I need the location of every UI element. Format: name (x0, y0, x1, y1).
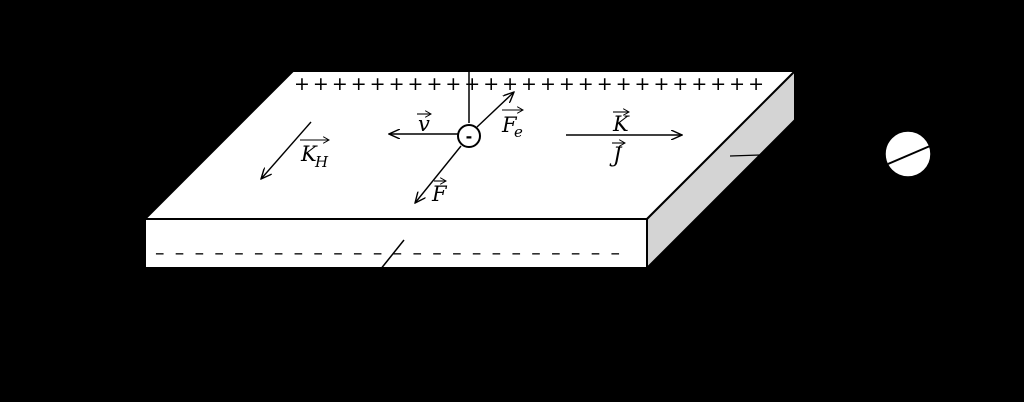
front-leader-line (379, 239, 405, 271)
circle-with-slash-icon (884, 130, 932, 178)
positive-charges-row: + + + + + + + + + + + + + + + + + + + + … (294, 73, 764, 95)
hall-current-subscript: H (314, 153, 329, 171)
slab-side-face (646, 68, 796, 271)
hall-current-arrow (261, 121, 312, 179)
electric-force-subscript: e (514, 123, 523, 141)
electron-sign: - (466, 127, 473, 146)
force-arrow (415, 145, 462, 203)
negative-charges-row: – – – – – – – – – – – – – – – – – – – – … (155, 242, 620, 264)
electric-force-label: F (501, 113, 518, 137)
force-label: F (431, 182, 448, 206)
current-k-label: K (612, 112, 630, 136)
side-leader-line (729, 154, 761, 157)
current-j-label: J (609, 143, 623, 167)
velocity-label: v (418, 112, 430, 136)
hall-current-label: K (300, 142, 318, 166)
electron-circle (457, 124, 481, 148)
electric-force-arrow (476, 92, 514, 128)
